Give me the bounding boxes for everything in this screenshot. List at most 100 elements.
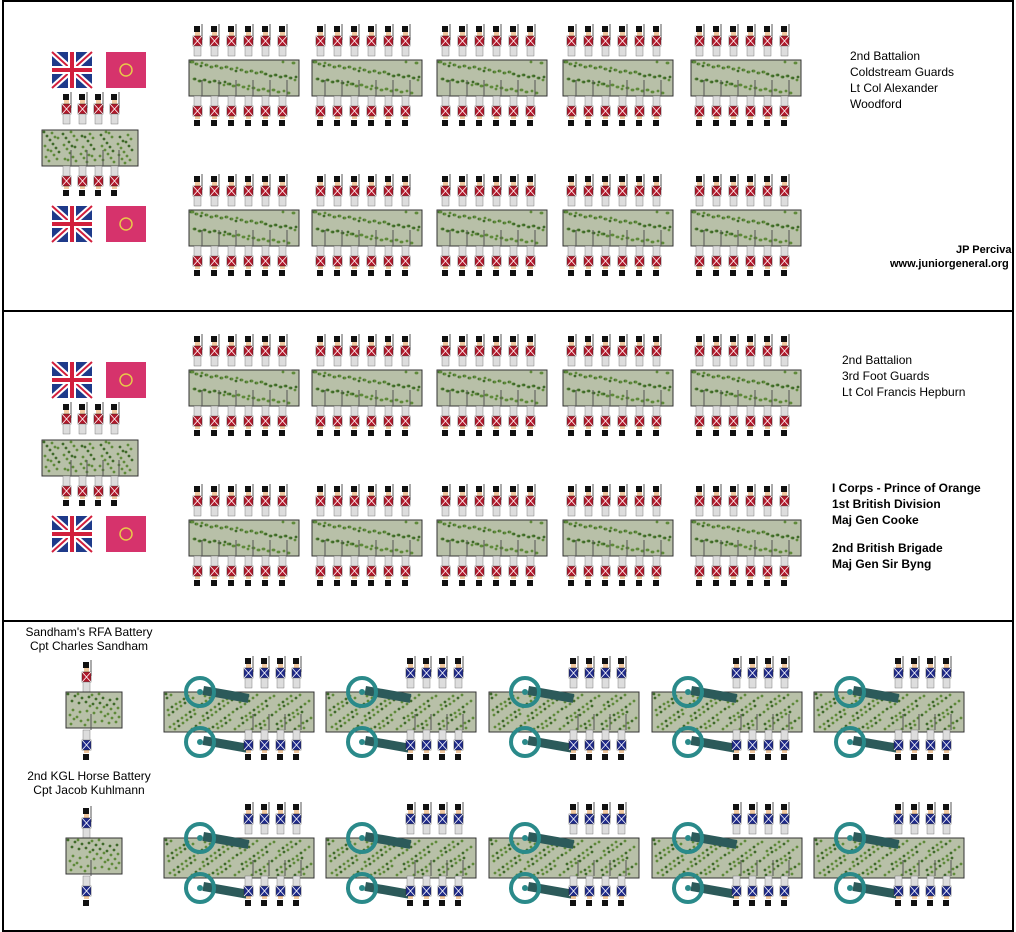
soldier-figure (349, 230, 360, 276)
credit-url: www.juniorgeneral.org (890, 258, 1009, 270)
battery2-name: 2nd KGL Horse Battery (27, 769, 151, 783)
soldier-figure (226, 390, 237, 436)
soldier-figure (762, 24, 773, 57)
soldier-figure (81, 860, 92, 906)
soldier-figure (731, 802, 742, 835)
soldier-figure (728, 230, 739, 276)
soldier-figure (192, 80, 203, 126)
soldier-figure (745, 484, 756, 517)
soldier-figure (243, 334, 254, 367)
union-flag (49, 203, 95, 245)
soldier-figure (568, 714, 579, 760)
soldier-figure (634, 80, 645, 126)
soldier-figure (711, 334, 722, 367)
battery1-commander: Cpt Charles Sandham (29, 639, 149, 653)
soldier-figure (453, 714, 464, 760)
soldier-figure (474, 540, 485, 586)
soldier-figure (400, 174, 411, 207)
soldier-figure (260, 390, 271, 436)
soldier-figure (243, 230, 254, 276)
soldier-figure (694, 80, 705, 126)
stand-base (690, 519, 802, 557)
soldier-figure (457, 390, 468, 436)
soldier-figure (421, 656, 432, 689)
soldier-figure (93, 150, 104, 196)
stand-base (41, 129, 139, 167)
soldier-figure (651, 334, 662, 367)
soldier-figure (566, 334, 577, 367)
soldier-figure (745, 24, 756, 57)
regimental-flag (106, 206, 146, 242)
stand-base (188, 369, 300, 407)
soldier-figure (491, 484, 502, 517)
soldier-figure (315, 230, 326, 276)
soldier-figure (600, 860, 611, 906)
soldier-figure (405, 714, 416, 760)
soldier-figure (600, 24, 611, 57)
soldier-figure (243, 390, 254, 436)
soldier-figure (634, 230, 645, 276)
soldier-figure (383, 484, 394, 517)
soldier-figure (277, 334, 288, 367)
soldier-figure (440, 230, 451, 276)
soldier-figure (525, 24, 536, 57)
soldier-figure (508, 390, 519, 436)
soldier-figure (568, 656, 579, 689)
soldier-figure (925, 860, 936, 906)
soldier-figure (941, 802, 952, 835)
soldier-figure (61, 460, 72, 506)
unit-title-line-2: 3rd Foot Guards (842, 369, 930, 383)
soldier-figure (566, 174, 577, 207)
soldier-figure (209, 540, 220, 586)
soldier-figure (315, 484, 326, 517)
cannon (509, 726, 575, 758)
soldier-figure (440, 484, 451, 517)
soldier-figure (243, 80, 254, 126)
stand-base (188, 59, 300, 97)
soldier-figure (893, 714, 904, 760)
soldier-figure (583, 174, 594, 207)
stand-base (690, 59, 802, 97)
soldier-figure (109, 402, 120, 435)
soldier-figure (728, 24, 739, 57)
soldier-figure (349, 540, 360, 586)
soldier-figure (694, 174, 705, 207)
soldier-figure (508, 484, 519, 517)
soldier-figure (747, 860, 758, 906)
soldier-figure (747, 656, 758, 689)
soldier-figure (694, 230, 705, 276)
soldier-figure (584, 802, 595, 835)
soldier-figure (745, 540, 756, 586)
soldier-figure (634, 334, 645, 367)
soldier-figure (584, 860, 595, 906)
soldier-figure (243, 656, 254, 689)
soldier-figure (400, 80, 411, 126)
soldier-figure (711, 80, 722, 126)
soldier-figure (508, 80, 519, 126)
soldier-figure (491, 334, 502, 367)
soldier-figure (779, 230, 790, 276)
soldier-figure (226, 230, 237, 276)
soldier-figure (243, 174, 254, 207)
soldier-figure (457, 540, 468, 586)
stand-base (188, 209, 300, 247)
soldier-figure (109, 460, 120, 506)
unit-title-line-2: Coldstream Guards (850, 65, 955, 79)
soldier-figure (383, 174, 394, 207)
soldier-figure (617, 230, 628, 276)
battery1-name: Sandham's RFA Battery (25, 625, 153, 639)
soldier-figure (745, 390, 756, 436)
cannon (672, 872, 738, 904)
soldier-figure (617, 80, 628, 126)
soldier-figure (779, 860, 790, 906)
soldier-figure (291, 860, 302, 906)
stand-base (311, 369, 423, 407)
soldier-figure (291, 802, 302, 835)
soldier-figure (941, 714, 952, 760)
soldier-figure (366, 80, 377, 126)
soldier-figure (909, 714, 920, 760)
stand-base (188, 519, 300, 557)
soldier-figure (275, 656, 286, 689)
soldier-figure (583, 540, 594, 586)
soldier-figure (617, 390, 628, 436)
